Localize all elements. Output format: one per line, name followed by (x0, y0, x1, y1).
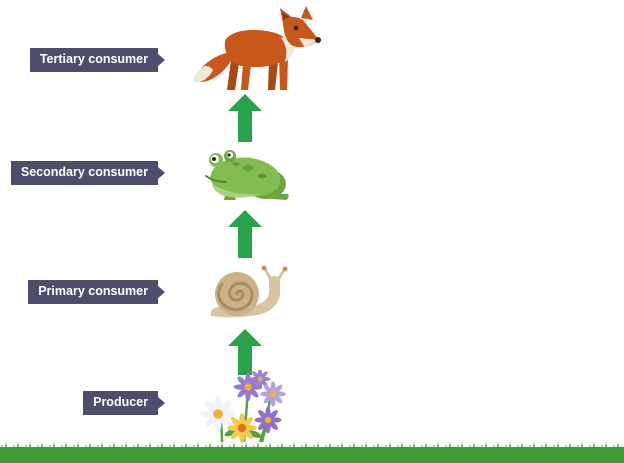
fox-icon (183, 6, 321, 96)
label-producer: Producer (0, 391, 165, 415)
flowers-icon (196, 370, 296, 443)
grass-strip (0, 441, 624, 463)
arrow-up-icon (228, 329, 262, 375)
label-secondary-consumer: Secondary consumer (0, 161, 166, 185)
secondary-consumer-badge: Secondary consumer (10, 161, 166, 185)
frog-icon (202, 146, 292, 202)
primary-consumer-badge: Primary consumer (28, 280, 165, 304)
tertiary-consumer-badge: Tertiary consumer (29, 48, 166, 72)
label-tertiary-consumer: Tertiary consumer (0, 48, 166, 72)
label-primary-consumer: Primary consumer (0, 280, 165, 304)
secondary-consumer-text: Secondary consumer (20, 165, 148, 179)
primary-consumer-text: Primary consumer (38, 284, 148, 298)
producer-text: Producer (93, 395, 148, 409)
producer-badge: Producer (83, 391, 165, 415)
arrow-up-icon (228, 94, 262, 142)
snail-icon (203, 264, 291, 322)
arrow-up-icon (228, 210, 262, 258)
tertiary-consumer-text: Tertiary consumer (39, 52, 148, 66)
